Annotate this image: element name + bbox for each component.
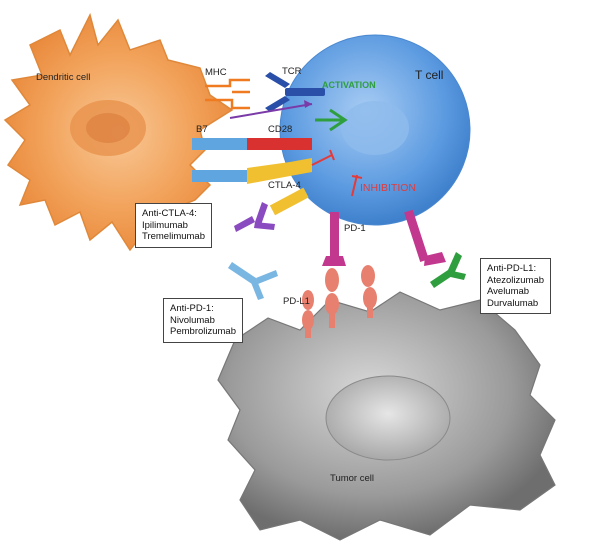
anti-ctla4-box: Anti-CTLA-4: Ipilimumab Tremelimumab	[135, 203, 212, 248]
t-cell-label: T cell	[415, 68, 444, 82]
pdl1-ligand-3	[361, 265, 377, 318]
inhibition-label: INHIBITION	[360, 182, 417, 194]
drug-nivolumab: Nivolumab	[170, 314, 215, 326]
drug-avelumab: Avelumab	[487, 286, 530, 297]
anti-pdl1-box: Anti-PD-L1: Atezolizumab Avelumab Durval…	[480, 258, 552, 314]
pdl1-ligand-1	[325, 268, 339, 328]
anti-ctla4-title: Anti-CTLA-4:	[142, 208, 197, 219]
tcr-label: TCR	[282, 66, 302, 77]
pdl1-ligand-2	[302, 290, 314, 338]
anti-pd1-title: Anti-PD-1:	[170, 303, 214, 314]
cd28-label: CD28	[268, 124, 293, 135]
ctla4-receptor	[247, 158, 312, 184]
tumor-nucleus	[325, 375, 451, 461]
cd28-receptor	[247, 138, 312, 150]
dendritic-cell-label: Dendritic cell	[36, 72, 91, 83]
drug-durvalumab: Durvalumab	[487, 297, 539, 309]
b7-upper	[192, 138, 247, 150]
drug-pembrolizumab: Pembrolizumab	[170, 326, 236, 337]
inhibition-markers	[311, 149, 363, 197]
b7-lower	[192, 170, 247, 182]
activation-signal-arrow	[229, 103, 313, 119]
anti-pd1-box: Anti-PD-1: Nivolumab Pembrolizumab	[163, 298, 243, 343]
activation-arrow	[315, 108, 348, 132]
tcr-molecule	[265, 72, 325, 112]
anti-pdl1-title: Anti-PD-L1:	[487, 263, 537, 274]
tumor-cell-label: Tumor cell	[330, 473, 374, 484]
t-cell-nucleus	[341, 101, 409, 155]
drug-ipilimumab: Ipilimumab	[142, 219, 188, 231]
pdl1-label: PD-L1	[283, 296, 310, 307]
pd1-label: PD-1	[344, 223, 366, 234]
pd1-receptor-2	[404, 209, 446, 266]
mhc-label: MHC	[205, 67, 227, 78]
anti-pdl1-antibody	[430, 252, 466, 288]
anti-pd1-antibody	[228, 262, 278, 300]
b7-label: B7	[196, 124, 208, 135]
ctla4-label: CTLA-4	[268, 180, 301, 191]
drug-atezolizumab: Atezolizumab	[487, 274, 545, 286]
pd1-receptor-1	[322, 212, 346, 266]
mhc-molecule	[205, 78, 250, 110]
drug-tremelimumab: Tremelimumab	[142, 231, 205, 242]
anti-ctla4-antibody	[234, 187, 309, 232]
activation-label: ACTIVATION	[322, 80, 376, 90]
